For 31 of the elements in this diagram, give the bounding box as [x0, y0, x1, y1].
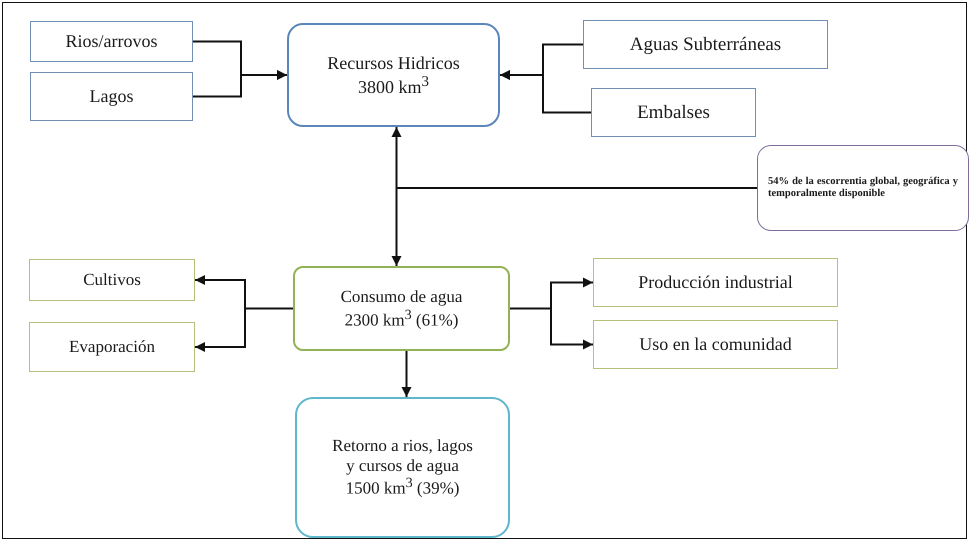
use-box [593, 258, 838, 307]
node-label: Evaporación [69, 337, 155, 357]
node-label: Producción industrial [638, 272, 793, 293]
node-label: Consumo de agua 2300 km$^{3}$ (61%) [340, 287, 464, 330]
return-box [295, 397, 510, 538]
note-text: 54% de la escorrentia global, geográfica y temporalmente disponible [768, 176, 958, 200]
use-box [29, 322, 195, 372]
consumption-box [293, 266, 510, 351]
node-label: Recursos Hidricos 3800 km$^{3}$ [326, 52, 461, 98]
arrow [510, 308, 593, 350]
source-box [30, 21, 193, 62]
arrow [500, 70, 591, 114]
arrow [195, 308, 293, 352]
use-box [593, 320, 838, 369]
arrow [193, 70, 287, 98]
arrow [392, 127, 402, 266]
use-box [29, 259, 195, 301]
node-label: Cultivos [83, 270, 141, 290]
resource-box [287, 23, 500, 127]
node-label: Aguas Subterráneas [630, 34, 782, 56]
node-label: Uso en la comunidad [639, 334, 792, 355]
node-label: Rios/arrovos [66, 31, 158, 52]
node-label: Embalses [637, 102, 710, 124]
leader-line [397, 187, 757, 189]
source-box [591, 88, 756, 137]
node-label: Retorno a rios, lagos y cursos de agua 1500 km$^{3}$ (39%) [331, 436, 474, 499]
source-box [30, 72, 193, 121]
node-label: Lagos [90, 86, 134, 107]
arrow [402, 351, 412, 397]
note-box [757, 145, 969, 231]
source-box [583, 20, 828, 69]
